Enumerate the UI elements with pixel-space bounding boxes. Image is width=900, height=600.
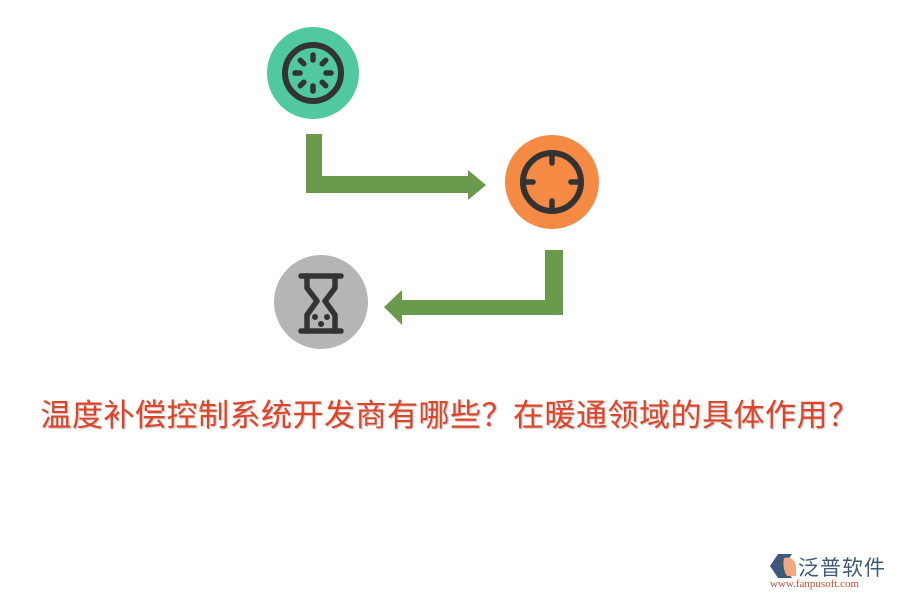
- page-title: 温度补偿控制系统开发商有哪些？在暖通领域的具体作用？: [40, 398, 860, 434]
- hourglass-icon: [298, 273, 344, 334]
- logo-mark-icon: [770, 554, 796, 578]
- spinner-node: [267, 27, 359, 119]
- logo-url: www.fanpusoft.com: [770, 578, 860, 590]
- crosshair-target-icon: [520, 150, 584, 214]
- loading-spinner-icon: [282, 42, 344, 104]
- brand-logo: 泛普软件 www.fanpusoft.com: [768, 552, 893, 592]
- flow-arrow-right: [306, 134, 486, 200]
- logo-name: 泛普软件: [798, 556, 886, 580]
- flow-arrow-left: [384, 250, 563, 325]
- hourglass-node: [274, 255, 368, 349]
- target-node: [505, 135, 599, 229]
